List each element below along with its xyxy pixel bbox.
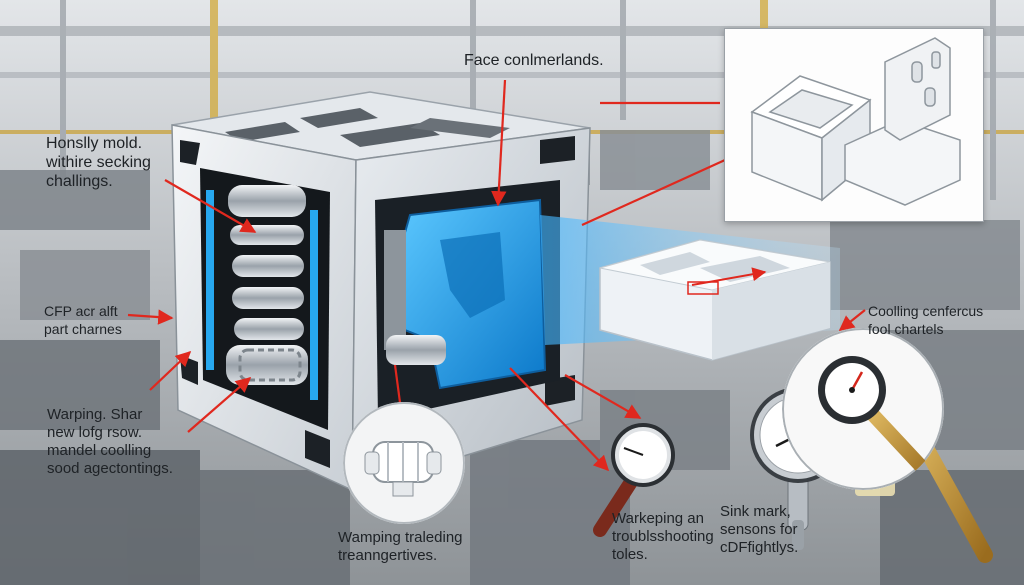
- factory-machines: [0, 130, 1024, 585]
- inset-drawing-panel: [724, 28, 984, 222]
- label-bottom-center: Warkeping an troublsshooting toles.: [612, 510, 714, 563]
- label-right-mid: Coolling cenfercus fool chartels: [868, 303, 984, 337]
- mold-cube: [171, 91, 591, 492]
- valve-lens: [343, 402, 465, 524]
- label-mid-left: CFP acr alft part charnes: [44, 303, 122, 337]
- label-lower-left: Warping. Shar new lofg rsow. mandel cool…: [47, 406, 173, 477]
- label-top-left: Honslly mold. withire secking challings.: [46, 135, 151, 190]
- lens-valve-svg: [343, 402, 465, 524]
- cooling-pipes: [226, 185, 308, 385]
- callout-arrows: [127, 79, 866, 472]
- molded-part: [599, 239, 831, 361]
- lens-gauge-svg: [782, 328, 944, 490]
- label-bottom-right: Sink mark, sensons for cDFfightlys.: [720, 503, 799, 556]
- gauge-lens: [782, 328, 944, 490]
- small-gauge: [593, 423, 675, 537]
- label-bottom-center-left: Wamping traleding treanngertives.: [338, 529, 463, 564]
- label-top-center: Face conlmerlands.: [464, 52, 604, 69]
